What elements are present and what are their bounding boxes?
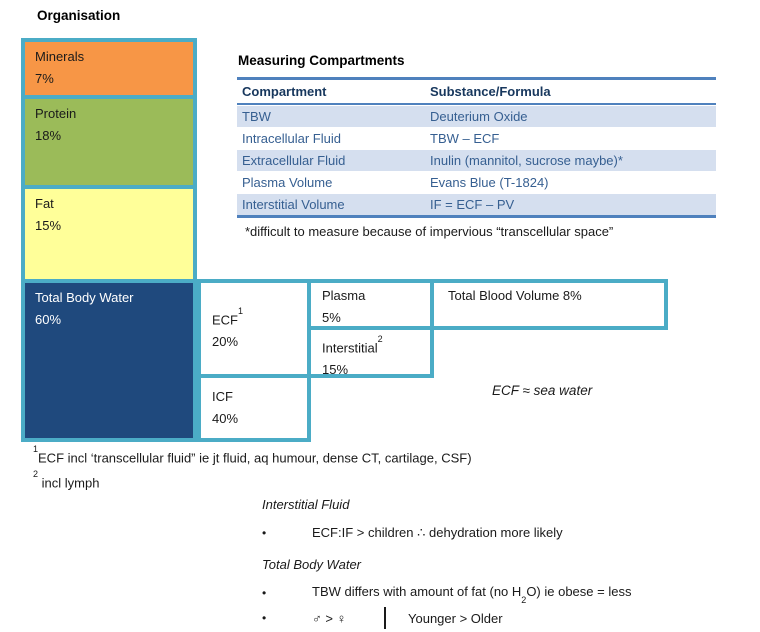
tbw-bullet-fat: • TBW differs with amount of fat (no H2O…: [262, 584, 632, 605]
vertical-divider: [384, 607, 386, 629]
table-title: Measuring Compartments: [238, 53, 405, 68]
minerals-pct: 7%: [35, 71, 54, 86]
total-body-water-label: Total Body Water: [35, 290, 134, 305]
gender-comparison: ♂ > ♀: [312, 610, 347, 626]
protein-label: Protein: [35, 106, 77, 121]
table-header-row: Compartment Substance/Formula: [237, 80, 716, 103]
plasma-label: Plasma: [322, 288, 366, 303]
cell-substance: Evans Blue (T-1824): [430, 175, 549, 190]
bullet-icon: •: [262, 526, 267, 540]
table-row: TBW Deuterium Oxide: [237, 105, 716, 127]
tbw-heading: Total Body Water: [262, 557, 361, 572]
footnote-1-text: ECF incl ‘transcellular fluid” ie jt flu…: [38, 450, 472, 466]
bullet-text: TBW differs with amount of fat (no H2O) …: [312, 584, 632, 605]
minerals-label: Minerals: [35, 49, 85, 64]
cell-compartment: Plasma Volume: [242, 175, 333, 190]
footnote-2: 2 incl lymph: [33, 469, 100, 491]
body-composition-stack: Minerals 7% Protein 18% Fat 15% Total Bo…: [21, 38, 197, 442]
tbw-bullet-gender: • ♂ > ♀ Younger > Older: [262, 607, 503, 629]
plasma-pct: 5%: [322, 310, 341, 325]
table-row: Interstitial Volume IF = ECF – PV: [237, 193, 716, 215]
ecf-superscript: 1: [238, 306, 244, 316]
cell-substance: Inulin (mannitol, sucrose maybe)*: [430, 153, 623, 168]
table-header-border: [237, 103, 716, 105]
cell-compartment: Interstitial Volume: [242, 197, 345, 212]
interstitial-fluid-heading: Interstitial Fluid: [262, 497, 350, 512]
ecf-pct: 20%: [212, 334, 239, 350]
interstitial-pct: 15%: [322, 362, 349, 378]
minerals-box: Minerals 7%: [21, 38, 197, 99]
table-row: Intracellular Fluid TBW – ECF: [237, 127, 716, 149]
cell-compartment: Intracellular Fluid: [242, 131, 341, 146]
cell-substance: TBW – ECF: [430, 131, 500, 146]
bullet-text: ECF:IF > children ∴ dehydration more lik…: [312, 525, 563, 540]
table-row: Extracellular Fluid Inulin (mannitol, su…: [237, 149, 716, 171]
bullet-icon: •: [262, 585, 267, 600]
fat-box: Fat 15%: [21, 185, 197, 283]
bullet-icon: •: [262, 611, 267, 625]
page-title: Organisation: [37, 8, 121, 23]
bullet-text: ♂ > ♀ Younger > Older: [312, 607, 503, 629]
interstitial-label: Interstitial2: [322, 334, 383, 356]
measuring-compartments-section: Measuring Compartments Compartment Subst…: [237, 53, 716, 239]
column-header-substance: Substance/Formula: [430, 84, 551, 99]
ecf-box: ECF1 20%: [197, 279, 311, 378]
sea-water-note: ECF ≈ sea water: [492, 383, 593, 398]
ecf-label: ECF1: [212, 306, 244, 328]
cell-substance: Deuterium Oxide: [430, 109, 528, 124]
cell-compartment: Extracellular Fluid: [242, 153, 346, 168]
protein-pct: 18%: [35, 128, 62, 143]
table-row: Plasma Volume Evans Blue (T-1824): [237, 171, 716, 193]
h2o-subscript: 2: [521, 594, 527, 605]
footnote-1-marker: 1: [33, 444, 39, 454]
total-blood-volume-label: Total Blood Volume 8%: [448, 288, 582, 303]
protein-box: Protein 18%: [21, 95, 197, 189]
interstitial-box: Interstitial2 15%: [307, 326, 434, 378]
icf-label: ICF: [212, 389, 233, 404]
footnote-1: 1ECF incl ‘transcellular fluid” ie jt fl…: [33, 444, 472, 466]
icf-pct: 40%: [212, 411, 239, 426]
footnote-2-text: incl lymph: [38, 475, 100, 491]
cell-compartment: TBW: [242, 109, 271, 124]
interstitial-superscript: 2: [377, 334, 383, 344]
table-footnote: *difficult to measure because of impervi…: [245, 224, 614, 239]
total-body-water-pct: 60%: [35, 312, 62, 327]
footnote-2-marker: 2: [33, 469, 39, 479]
interstitial-fluid-bullet: • ECF:IF > children ∴ dehydration more l…: [262, 525, 563, 541]
icf-box: ICF 40%: [197, 374, 311, 442]
column-header-compartment: Compartment: [242, 84, 327, 99]
total-body-water-box: Total Body Water 60%: [21, 279, 197, 442]
plasma-box: Plasma 5%: [307, 279, 434, 330]
fat-label: Fat: [35, 196, 54, 211]
total-blood-volume-box: Total Blood Volume 8%: [430, 279, 668, 330]
table-bottom-border: [237, 215, 716, 218]
table-top-border: [237, 77, 716, 80]
fat-pct: 15%: [35, 218, 62, 233]
cell-substance: IF = ECF – PV: [430, 197, 515, 212]
age-comparison: Younger > Older: [408, 610, 503, 626]
